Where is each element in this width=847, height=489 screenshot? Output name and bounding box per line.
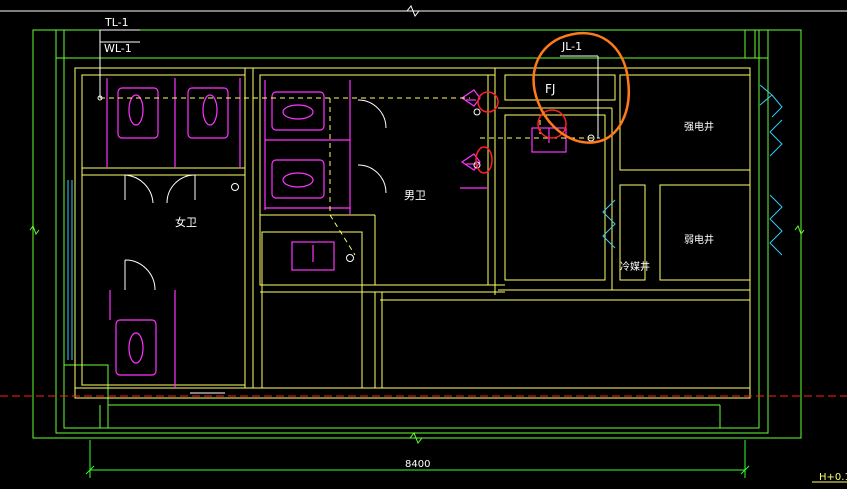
elevation-label: H+0.1 <box>819 472 847 483</box>
toilet-mens-2 <box>271 159 325 199</box>
markup-circle-urinal-bottom <box>475 146 493 174</box>
label-womens-restroom: 女卫 <box>175 215 197 229</box>
labels: TL-1 WL-1 JL-1 FJ 女卫 男卫 强电井 弱电井 冷媒井 <box>104 16 714 273</box>
inner-walls <box>74 67 751 399</box>
label-jl: JL-1 <box>561 40 582 53</box>
toilet-womens-3 <box>115 319 157 376</box>
label-strong-power-shaft: 强电井 <box>684 120 714 133</box>
label-tl: TL-1 <box>104 16 129 29</box>
urinal-1 <box>460 89 481 107</box>
label-weak-power-shaft: 弱电井 <box>684 233 714 246</box>
pipe-runs <box>100 97 600 256</box>
sink-fixtures <box>291 89 567 271</box>
toilet-womens-1 <box>117 87 159 139</box>
windows <box>67 84 783 360</box>
label-wl: WL-1 <box>104 42 132 55</box>
sink-mens-washroom <box>291 241 335 271</box>
label-cold-water-shaft: 冷媒井 <box>620 260 650 273</box>
markup-circle-fj-pipe <box>537 109 567 139</box>
door-swings <box>124 99 387 394</box>
markup-orange-cloud <box>532 31 630 144</box>
top-reference-line <box>0 5 847 17</box>
label-mens-restroom: 男卫 <box>404 189 426 202</box>
label-fj: FJ <box>545 82 555 96</box>
toilet-fixtures <box>106 78 351 388</box>
toilet-mens-1 <box>271 91 325 131</box>
markup-annotations <box>475 31 630 174</box>
toilet-womens-2 <box>187 87 229 139</box>
vertical-pipe-lines <box>97 29 599 138</box>
floor-drains <box>231 108 595 262</box>
dimension-line <box>85 440 750 478</box>
markup-circle-urinal-top <box>477 91 499 113</box>
sink-fj <box>531 127 567 153</box>
dimension-overall-width: 8400 <box>405 459 430 470</box>
